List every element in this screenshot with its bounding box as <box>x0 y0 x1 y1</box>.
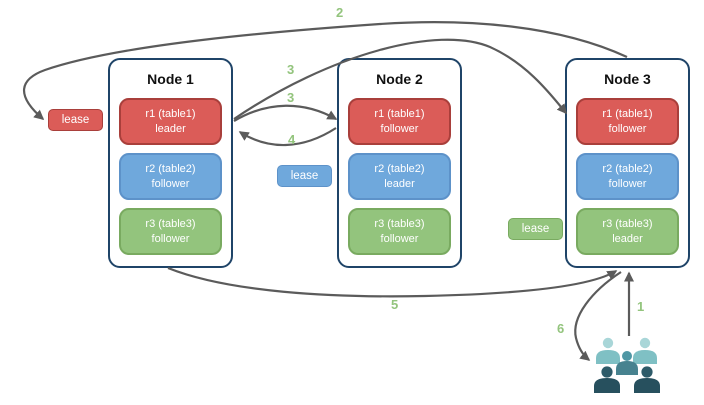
replica-role: follower <box>608 122 647 135</box>
replica-role: leader <box>612 232 643 245</box>
replica-role: leader <box>155 122 186 135</box>
replica-role: follower <box>151 177 190 190</box>
step-label-3a: 3 <box>287 62 295 77</box>
node-2: Node 2 r1 (table1) follower r2 (table2) … <box>337 58 462 268</box>
replica-role: leader <box>384 177 415 190</box>
lease-badge-green: lease <box>508 218 563 240</box>
node-1-title: Node 1 <box>147 71 194 87</box>
step-label-4: 4 <box>288 132 296 147</box>
arrow-step-6 <box>574 271 622 361</box>
replica-name: r2 (table2) <box>602 162 653 175</box>
replica-name: r1 (table1) <box>602 107 653 120</box>
node-1-replica-r1-table1-leader: r1 (table1) leader <box>119 98 222 145</box>
replica-name: r1 (table1) <box>145 107 196 120</box>
node-3-replica-r3-table3-leader: r3 (table3) leader <box>576 208 679 255</box>
replica-name: r2 (table2) <box>145 162 196 175</box>
node-3: Node 3 r1 (table1) follower r2 (table2) … <box>565 58 690 268</box>
replica-role: follower <box>380 232 419 245</box>
replica-role: follower <box>608 177 647 190</box>
step-label-1: 1 <box>637 299 645 314</box>
node-2-replica-r3-table3-follower: r3 (table3) follower <box>348 208 451 255</box>
node-2-replica-r1-table1-follower: r1 (table1) follower <box>348 98 451 145</box>
node-3-replica-r2-table2-follower: r2 (table2) follower <box>576 153 679 200</box>
node-1: Node 1 r1 (table1) leader r2 (table2) fo… <box>108 58 233 268</box>
lease-badge-blue: lease <box>277 165 332 187</box>
replica-name: r2 (table2) <box>374 162 425 175</box>
node-3-replica-r1-table1-follower: r1 (table1) follower <box>576 98 679 145</box>
replica-role: follower <box>380 122 419 135</box>
replica-name: r1 (table1) <box>374 107 425 120</box>
replica-role: follower <box>151 232 190 245</box>
step-label-6: 6 <box>557 321 565 336</box>
replica-name: r3 (table3) <box>145 217 196 230</box>
arrow-step-3-to-node2 <box>233 104 338 122</box>
node-1-replica-r2-table2-follower: r2 (table2) follower <box>119 153 222 200</box>
node-2-replica-r2-table2-leader: r2 (table2) leader <box>348 153 451 200</box>
replica-name: r3 (table3) <box>602 217 653 230</box>
users-icon <box>594 337 660 393</box>
step-label-3b: 3 <box>287 90 295 105</box>
lease-badge-red: lease <box>48 109 103 131</box>
arrow-step-5 <box>167 266 618 298</box>
node-2-title: Node 2 <box>376 71 423 87</box>
node-1-replica-r3-table3-follower: r3 (table3) follower <box>119 208 222 255</box>
step-label-2: 2 <box>336 5 344 20</box>
node-3-title: Node 3 <box>604 71 651 87</box>
replica-name: r3 (table3) <box>374 217 425 230</box>
step-label-5: 5 <box>391 297 399 312</box>
